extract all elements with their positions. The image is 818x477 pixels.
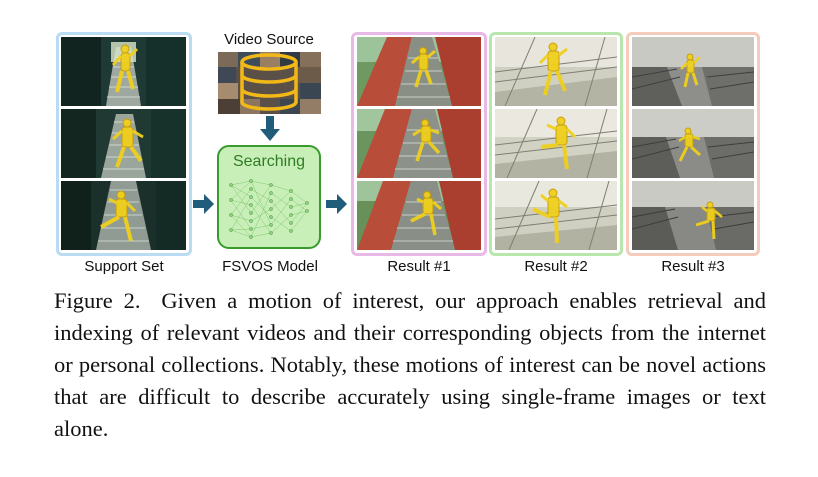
result-2-frame-1	[495, 37, 617, 106]
caption-text: Given a motion of interest, our approach…	[54, 288, 767, 441]
arrow-down-icon	[260, 116, 280, 141]
arrow-right-icon	[326, 194, 347, 214]
support-set-label: Support Set	[84, 258, 164, 275]
video-source-thumbnails	[218, 52, 321, 114]
result-1-frame-2	[357, 109, 481, 178]
figure-number: Figure 2.	[54, 288, 141, 313]
fsvos-model-box: Searching	[217, 145, 321, 249]
neural-network-icon	[229, 179, 309, 239]
support-frame-3	[61, 181, 186, 250]
searching-label: Searching	[232, 153, 306, 170]
fsvos-model-label: FSVOS Model	[222, 258, 318, 275]
result-2-frame-2	[495, 109, 617, 178]
result-1-frame-1	[357, 37, 481, 106]
figure-caption: Figure 2. Given a motion of interest, ou…	[54, 285, 766, 445]
result-1-frame-3	[357, 181, 481, 250]
result-3-frame-1	[632, 37, 754, 106]
result-2-frame-3	[495, 181, 617, 250]
result-3-frame-2	[632, 109, 754, 178]
result-2-label: Result #2	[524, 258, 588, 275]
result-1-label: Result #1	[387, 258, 451, 275]
support-frame-2	[61, 109, 186, 178]
database-icon	[240, 53, 298, 111]
arrow-right-icon	[193, 194, 214, 214]
video-source-label: Video Source	[224, 31, 314, 48]
result-3-label: Result #3	[661, 258, 725, 275]
result-3-frame-3	[632, 181, 754, 250]
support-frame-1	[61, 37, 186, 106]
